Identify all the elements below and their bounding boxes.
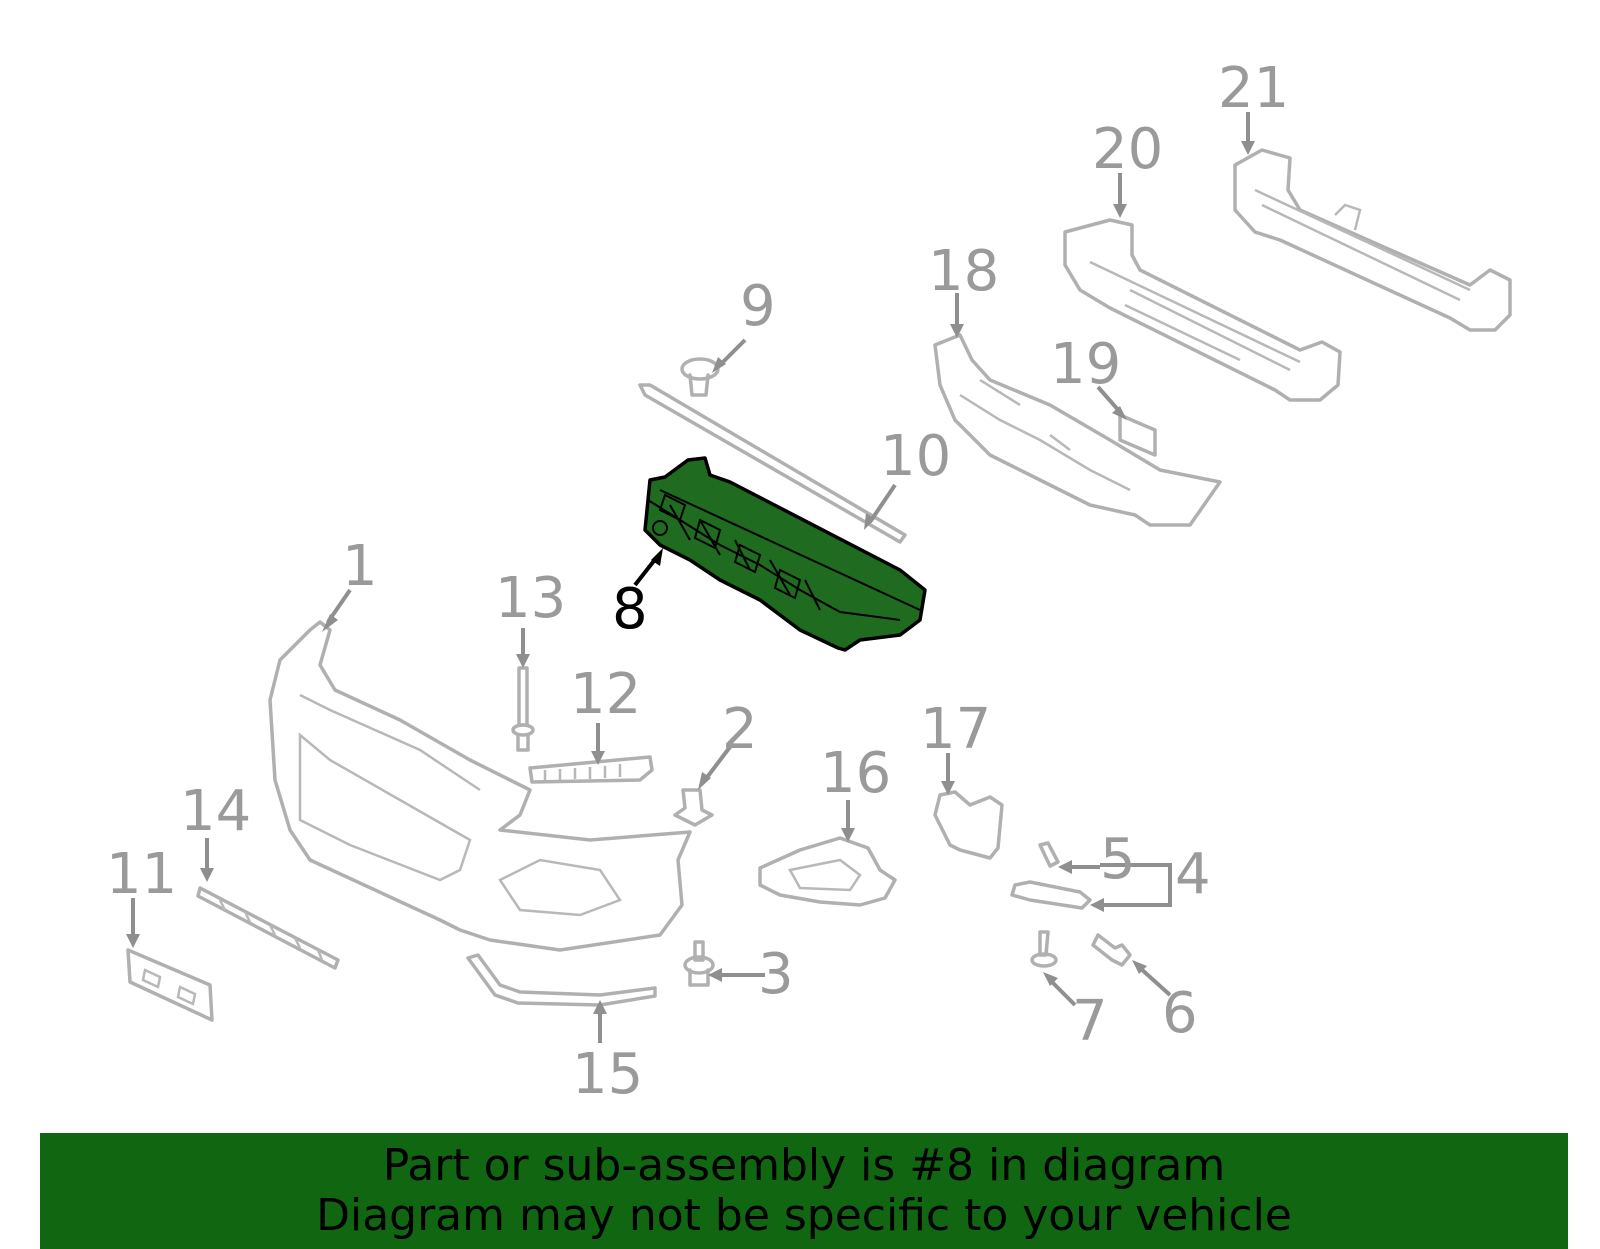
callout-2: 2 <box>722 697 758 762</box>
callout-15: 15 <box>572 1042 643 1107</box>
part-5-insert <box>1038 841 1060 868</box>
part-12-grille-strip <box>528 755 654 784</box>
part-7-screw <box>1030 930 1058 968</box>
leader-lines <box>126 112 1255 1043</box>
callout-4: 4 <box>1175 842 1211 907</box>
part-19-bracket <box>1118 413 1157 457</box>
part-8-highlighted <box>643 456 927 652</box>
callout-9: 9 <box>740 274 776 339</box>
part-6-bolt <box>1091 933 1132 967</box>
callout-13: 13 <box>495 566 566 631</box>
part-14-lower-strip <box>196 886 340 970</box>
part-21-reinforcement <box>1233 148 1512 332</box>
part-20-bumper-beam <box>1063 218 1342 402</box>
callout-3: 3 <box>758 942 794 1007</box>
part-10-seal-strip <box>638 383 907 544</box>
callout-17: 17 <box>920 697 991 762</box>
callout-1: 1 <box>342 534 378 599</box>
callout-6: 6 <box>1162 981 1198 1046</box>
callout-12: 12 <box>570 662 641 727</box>
part-18-energy-absorber <box>933 333 1222 527</box>
callout-7: 7 <box>1072 989 1108 1054</box>
part-13-bolt <box>511 666 535 752</box>
callout-10: 10 <box>880 424 951 489</box>
callout-5: 5 <box>1100 827 1136 892</box>
part-4-guide <box>1010 880 1092 910</box>
callout-8: 8 <box>612 577 648 642</box>
callout-labels: 1 2 3 4 5 6 7 8 9 10 11 12 13 14 15 16 1… <box>106 56 1289 1107</box>
callout-21: 21 <box>1218 56 1289 121</box>
callout-19: 19 <box>1050 332 1121 397</box>
part-15-lower-trim <box>466 953 657 1007</box>
callout-14: 14 <box>180 779 251 844</box>
callout-20: 20 <box>1092 117 1163 182</box>
part-3-screw <box>683 940 715 987</box>
callout-18: 18 <box>928 239 999 304</box>
callout-11: 11 <box>106 842 177 907</box>
part-17-bracket <box>933 790 1004 860</box>
part-11-plate-bracket <box>126 948 214 1022</box>
part-2-clip <box>673 788 714 827</box>
callout-16: 16 <box>820 741 891 806</box>
part-9-clip <box>680 357 720 397</box>
banner-line-1: Part or sub-assembly is #8 in diagram <box>382 1140 1226 1191</box>
banner-line-2: Diagram may not be specific to your vehi… <box>316 1190 1292 1241</box>
part-16-fog-bezel <box>758 836 897 907</box>
info-banner: Part or sub-assembly is #8 in diagram Di… <box>40 1133 1568 1249</box>
part-1-bumper-cover <box>268 620 692 952</box>
